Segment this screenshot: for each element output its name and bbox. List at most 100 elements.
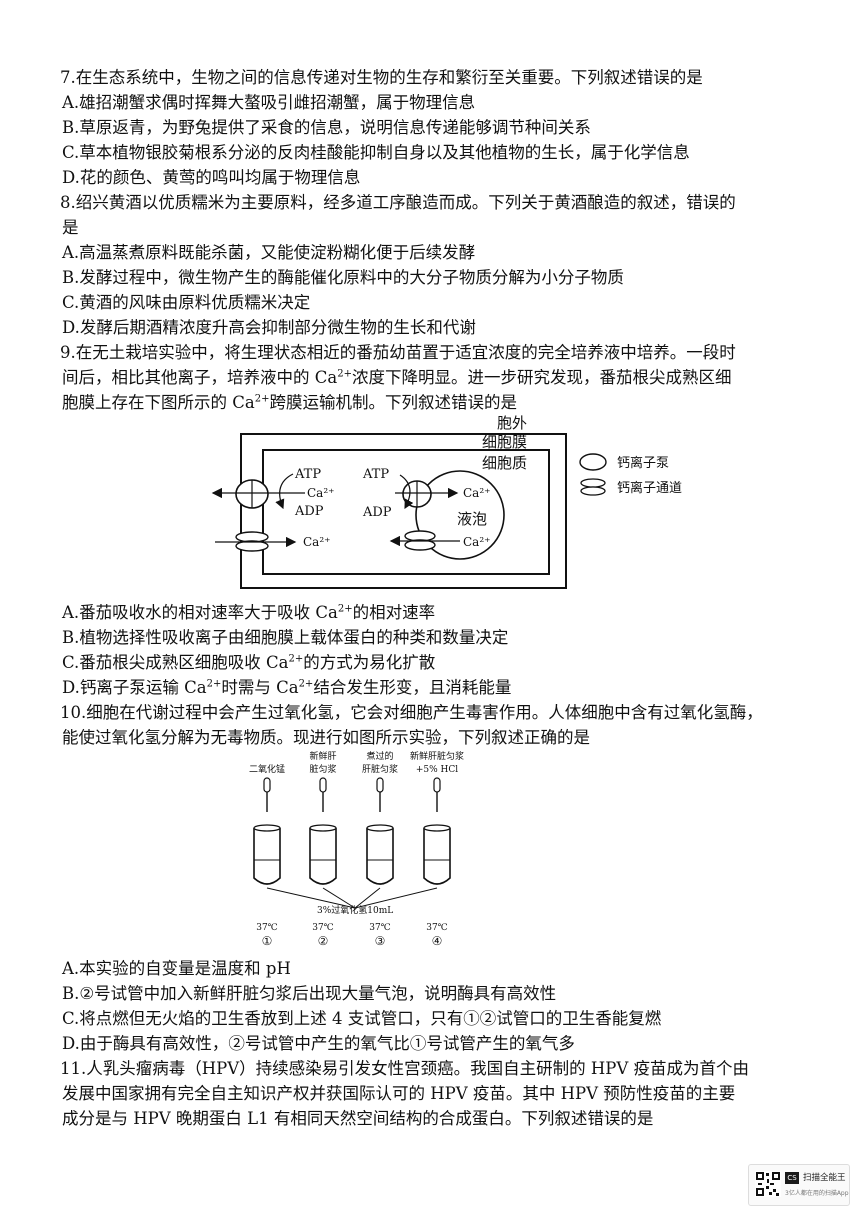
q9-option-d: D.钙离子泵运输 Ca2+时需与 Ca2+结合发生形变，且消耗能量	[62, 676, 832, 700]
legend-channel-icon-upper	[580, 478, 606, 488]
tube-temperature: 37℃	[312, 923, 334, 933]
vacuole	[415, 470, 505, 560]
dropper-bulb	[319, 777, 327, 793]
label-membrane: 细胞膜	[482, 433, 527, 451]
tube-body	[309, 828, 337, 885]
label-outside: 胞外	[497, 414, 527, 432]
q9-option-d-part2: 时需与 Ca	[221, 678, 299, 697]
q9-stem-line2-part2: 浓度下降明显。进一步研究发现，番茄根尖成熟区细	[351, 368, 732, 387]
q8-option-b: B.发酵过程中，微生物产生的酶能催化原料中的大分子物质分解为小分子物质	[62, 268, 624, 287]
vacuole-channel-lower	[404, 539, 436, 551]
scanner-app-name: 扫描全能王	[803, 1173, 846, 1183]
q9-option-c-part1: C.番茄根尖成熟区细胞吸收 Ca	[62, 653, 289, 672]
reagent-label-line2: 肝脏匀浆	[362, 763, 398, 775]
tube-number: ③	[375, 934, 386, 948]
tube-mouth	[309, 824, 337, 832]
q9-option-a: A.番茄吸收水的相对速率大于吸收 Ca2+的相对速率	[62, 601, 832, 625]
dropper-bulb	[376, 777, 384, 793]
dropper-bulb	[433, 777, 441, 793]
adp-label-2: ADP	[362, 505, 392, 520]
atp-label-1: ATP	[294, 467, 321, 482]
q9-option-c: C.番茄根尖成熟区细胞吸收 Ca2+的方式为易化扩散	[62, 651, 832, 675]
q9-stem-line2: 间后，相比其他离子，培养液中的 Ca2+浓度下降明显。进一步研究发现，番茄根尖成…	[62, 366, 832, 390]
ca-label-2: Ca²⁺	[303, 535, 330, 549]
ca-superscript: 2+	[288, 653, 304, 665]
test-tube-1: 二氧化锰 37℃①	[249, 763, 285, 948]
reagent-label-line2: 脏匀浆	[309, 763, 336, 775]
cell-membrane-inner	[262, 449, 550, 575]
label-cytoplasm: 细胞质	[482, 454, 527, 472]
tube-number: ④	[432, 934, 443, 948]
tube-body	[366, 828, 394, 885]
q9-option-b: B.植物选择性吸收离子由细胞膜上载体蛋白的种类和数量决定	[62, 628, 509, 647]
ca-superscript: 2+	[337, 603, 353, 615]
tube-temperature: 37℃	[426, 923, 448, 933]
test-tube-2: 新鲜肝脏匀浆 37℃②	[309, 750, 337, 948]
q7-option-a: A.雄招潮蟹求偶时挥舞大螯吸引雌招潮蟹，属于物理信息	[62, 93, 476, 112]
qr-code-icon	[755, 1171, 781, 1197]
ca-superscript: 2+	[206, 678, 222, 690]
q10-stem-line1: 10.细胞在代谢过程中会产生过氧化氢，它会对细胞产生毒害作用。人体细胞中含有过氧…	[60, 703, 763, 722]
ca-label-3: Ca²⁺	[463, 486, 490, 500]
q10-option-b: B.②号试管中加入新鲜肝脏匀浆后出现大量气泡，说明酶具有高效性	[62, 984, 557, 1003]
q7-stem: 7.在生态系统中，生物之间的信息传递对生物的生存和繁衍至关重要。下列叙述错误的是	[60, 68, 703, 87]
q7-option-c: C.草本植物银胶菊根系分泌的反肉桂酸能抑制自身以及其他植物的生长，属于化学信息	[62, 143, 690, 162]
q9-option-a-part1: A.番茄吸收水的相对速率大于吸收 Ca	[62, 603, 338, 622]
ca-label-4: Ca²⁺	[463, 535, 490, 549]
legend-channel-icon-lower	[580, 486, 606, 496]
legend-channel-label: 钙离子通道	[617, 480, 682, 496]
q9-option-d-part1: D.钙离子泵运输 Ca	[62, 678, 207, 697]
q9-stem-line3-part1: 胞膜上存在下图所示的 Ca	[62, 393, 255, 412]
reagent-label-line1: 新鲜肝	[309, 750, 336, 762]
solution-label: 3%过氧化氢10mL	[317, 904, 393, 916]
legend-pump-icon	[579, 453, 607, 471]
q9-stem-line3: 胞膜上存在下图所示的 Ca2+跨膜运输机制。下列叙述错误的是	[62, 391, 832, 415]
tube-mouth	[253, 824, 281, 832]
adp-label-1: ADP	[294, 504, 324, 519]
q9-stem-line2-part1: 间后，相比其他离子，培养液中的 Ca	[62, 368, 338, 387]
scanner-logo-icon: CS	[785, 1172, 799, 1184]
reagent-label-line2: 二氧化锰	[249, 763, 285, 775]
tube-number: ①	[262, 934, 273, 948]
q8-stem-line1: 8.绍兴黄酒以优质糯米为主要原料，经多道工序酿造而成。下列关于黄酒酿造的叙述，错…	[60, 193, 736, 212]
q7-option-b: B.草原返青，为野兔提供了采食的信息，说明信息传递能够调节种间关系	[62, 118, 591, 137]
q9-stem-line1: 9.在无土栽培实验中，将生理状态相近的番茄幼苗置于适宜浓度的完全培养液中培养。一…	[60, 343, 736, 362]
tube-body	[253, 828, 281, 885]
atp-label-2: ATP	[362, 467, 389, 482]
ca-superscript: 2+	[337, 368, 352, 380]
q10-option-c: C.将点燃但无火焰的卫生香放到上述 4 支试管口，只有①②试管口的卫生香能复燃	[62, 1009, 662, 1028]
q10-stem-line2: 能使过氧化氢分解为无毒物质。现进行如图所示实验，下列叙述正确的是	[62, 728, 590, 747]
q9-stem-line3-part2: 跨膜运输机制。下列叙述错误的是	[269, 393, 517, 412]
cell-membrane-outer	[240, 433, 567, 589]
q8-option-d: D.发酵后期酒精浓度升高会抑制部分微生物的生长和代谢	[62, 318, 476, 337]
ca-superscript: 2+	[254, 393, 270, 405]
q9-option-a-part2: 的相对速率	[352, 603, 436, 622]
tube-mouth	[423, 824, 451, 832]
q8-stem-line2: 是	[62, 218, 79, 237]
vacuole-label: 液泡	[457, 510, 487, 528]
legend-pump-label: 钙离子泵	[617, 455, 669, 471]
q11-stem-line2: 发展中国家拥有完全自主知识产权并获国际认可的 HPV 疫苗。其中 HPV 预防性…	[62, 1084, 736, 1103]
tube-body	[423, 828, 451, 885]
scanner-watermark-badge: CS 扫描全能王 3亿人都在用的扫描App	[748, 1164, 850, 1206]
q7-option-d: D.花的颜色、黄莺的鸣叫均属于物理信息	[62, 168, 361, 187]
reagent-label-line1: 新鲜肝脏匀浆	[410, 750, 464, 762]
test-tube-4: 新鲜肝脏匀浆 +5% HCl 37℃④	[410, 750, 464, 948]
q10-option-a: A.本实验的自变量是温度和 pH	[62, 959, 291, 978]
q8-option-a: A.高温蒸煮原料既能杀菌，又能使淀粉糊化便于后续发酵	[62, 243, 476, 262]
reagent-label-line1: 煮过的	[366, 750, 393, 762]
scanner-app-tagline: 3亿人都在用的扫描App	[785, 1190, 849, 1197]
tube-temperature: 37℃	[369, 923, 391, 933]
reagent-label-line2: +5% HCl	[416, 765, 458, 775]
dropper-bulb	[263, 777, 271, 793]
q8-option-c: C.黄酒的风味由原料优质糯米决定	[62, 293, 311, 312]
tube-number: ②	[318, 934, 329, 948]
q9-option-d-part3: 结合发生形变，且消耗能量	[313, 678, 512, 697]
ca-superscript: 2+	[298, 678, 314, 690]
tube-temperature: 37℃	[256, 923, 278, 933]
ca-label-1: Ca²⁺	[307, 486, 334, 500]
calcium-channel-lower	[235, 540, 269, 552]
